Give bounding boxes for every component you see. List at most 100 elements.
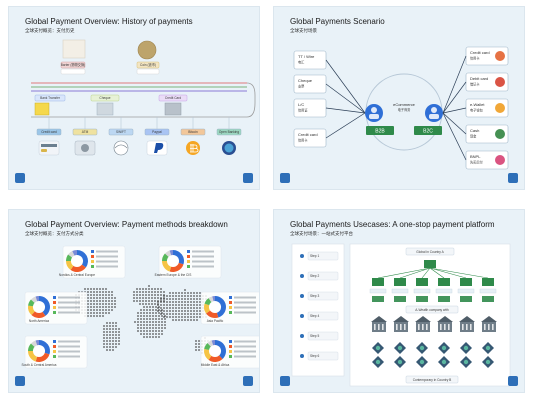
b2b-badge bbox=[366, 126, 394, 135]
step-item[interactable]: Step 3 bbox=[300, 291, 339, 301]
step-label: Step 3 bbox=[310, 294, 319, 298]
coin-detail bbox=[136, 68, 160, 75]
scenario-right-sublabel: 电子钱包 bbox=[470, 108, 484, 113]
slide-corner-right bbox=[508, 376, 518, 386]
step-pill[interactable] bbox=[307, 291, 339, 301]
bottom-node: SWIFT bbox=[108, 117, 134, 156]
step-pill[interactable] bbox=[307, 331, 339, 341]
mid-entity-box bbox=[405, 305, 459, 314]
step-item[interactable]: Step 1 bbox=[300, 251, 339, 261]
network-node bbox=[438, 296, 450, 302]
network-node bbox=[460, 278, 472, 286]
barter-detail bbox=[60, 68, 86, 75]
scenario-right-connector bbox=[442, 112, 467, 135]
bottom-node-label: SWIFT bbox=[116, 130, 126, 134]
slide-payments-scenario[interactable]: Global Payments Scenario 全球支付场景 eCommerc… bbox=[273, 6, 525, 190]
scenario-right-connector bbox=[442, 55, 467, 114]
donut-caption: Asia Pacific bbox=[207, 319, 224, 323]
step-pill[interactable] bbox=[307, 271, 339, 281]
scenario-left-sublabel: 信用证 bbox=[298, 108, 308, 113]
svg-text:Bank Transfer: Bank Transfer bbox=[40, 96, 61, 100]
step-item[interactable]: Step 6 bbox=[300, 351, 339, 361]
network-node bbox=[416, 278, 428, 286]
step-pill[interactable] bbox=[307, 351, 339, 361]
donut-caption: Middle East & Africa bbox=[201, 363, 230, 367]
scenario-left-label: Credit card bbox=[298, 132, 318, 137]
scenario-right-sublabel: 先买后付 bbox=[470, 160, 484, 165]
mid-node-group: Bank Transfer Cheque Credit Card bbox=[34, 94, 188, 116]
scenario-right-connector bbox=[442, 81, 467, 114]
slide-corner-left bbox=[15, 376, 25, 386]
step-label: Step 1 bbox=[310, 254, 319, 258]
region-donut: Eastern Europe & the CIS bbox=[155, 245, 222, 279]
network-node bbox=[424, 260, 436, 268]
slide-corner-right bbox=[243, 173, 253, 183]
bank-icon bbox=[459, 316, 475, 332]
bottom-node: Credit card bbox=[36, 117, 62, 156]
scenario-right-connector bbox=[442, 107, 467, 114]
slide-payments-usecases[interactable]: Global Payments Usecases: A one-stop pay… bbox=[273, 209, 525, 393]
swift-icon bbox=[113, 140, 129, 156]
timeline-wrap-line bbox=[31, 82, 256, 118]
slide-subtitle: 全球支付概览：支付方式分类 bbox=[25, 231, 84, 236]
mid-entity-label: A-Wealth company with bbox=[415, 308, 449, 312]
steps-list: Step 1 Step 2 Step 3 Step 4 Step 5 Step 6 bbox=[300, 251, 339, 361]
bottom-node: Paypal bbox=[144, 117, 170, 156]
svg-text:Cheque: Cheque bbox=[99, 96, 110, 100]
region-donut: North America bbox=[24, 291, 88, 325]
slide-subtitle: 全球支付场景：一站式支付平台 bbox=[290, 231, 353, 236]
endpoint-node bbox=[438, 342, 450, 354]
region-donut: South & Central America bbox=[22, 335, 88, 369]
step-item[interactable]: Step 2 bbox=[300, 271, 339, 281]
slide-corner-left bbox=[280, 376, 290, 386]
step-item[interactable]: Step 4 bbox=[300, 311, 339, 321]
barter-label: Barter (物物交换) bbox=[61, 62, 85, 67]
b2b-label: B2B bbox=[375, 128, 385, 134]
bottom-node-label: Paypal bbox=[152, 130, 162, 134]
ecommerce-label: eCommerce bbox=[393, 102, 416, 107]
wallet-icon bbox=[495, 103, 505, 113]
bank-icon bbox=[415, 316, 431, 332]
slide-title: Global Payment Overview: History of paym… bbox=[25, 17, 193, 26]
step-item[interactable]: Step 5 bbox=[300, 331, 339, 341]
scenario-right-label: Cash bbox=[470, 128, 479, 133]
region-donut: Middle East & Africa bbox=[201, 335, 259, 369]
network-nodes bbox=[369, 260, 497, 302]
endpoint-node bbox=[482, 356, 494, 368]
endpoint-node bbox=[394, 356, 406, 368]
bnpl-icon bbox=[495, 155, 505, 165]
step-pill[interactable] bbox=[307, 311, 339, 321]
scenario-right-label: Debit card bbox=[470, 76, 488, 81]
scenario-right-sublabel: 信用卡 bbox=[470, 56, 480, 61]
bottom-node-label: ATM bbox=[82, 130, 89, 134]
slide-payment-methods-breakdown[interactable]: Global Payment Overview: Payment methods… bbox=[8, 209, 260, 393]
step-label: Step 4 bbox=[310, 314, 319, 318]
step-pill[interactable] bbox=[307, 251, 339, 261]
coin-image bbox=[137, 40, 157, 60]
bottom-entity-box bbox=[405, 375, 459, 384]
scenario-left-connector bbox=[325, 83, 366, 114]
network-node bbox=[372, 278, 384, 286]
slide-corner-left bbox=[15, 173, 25, 183]
svg-text:Credit Card: Credit Card bbox=[165, 96, 182, 100]
slide-history-of-payments[interactable]: Global Payment Overview: History of paym… bbox=[8, 6, 260, 190]
scenario-right-sublabel: 借记卡 bbox=[470, 82, 480, 87]
bank-icon bbox=[393, 316, 409, 332]
endpoint-node bbox=[482, 342, 494, 354]
donut-caption: North America bbox=[29, 319, 49, 323]
scenario-diagram: eCommerce 电子商务 B2B B2C TT / Wire电汇Cheque… bbox=[293, 46, 509, 170]
step-bullet-icon bbox=[300, 354, 304, 358]
